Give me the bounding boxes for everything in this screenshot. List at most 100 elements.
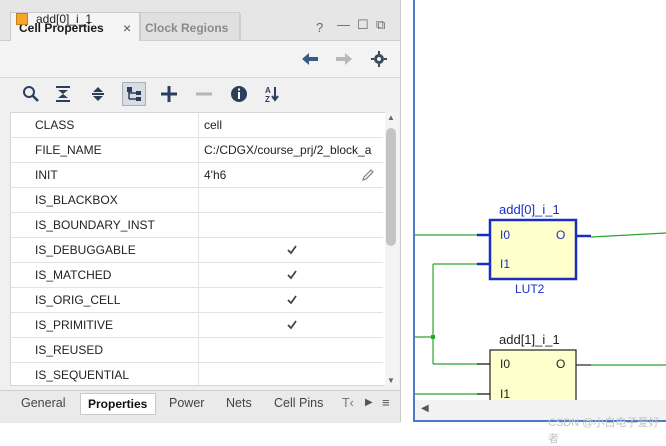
column-divider <box>198 138 199 163</box>
tab-properties[interactable]: Properties <box>80 393 156 415</box>
info-icon[interactable] <box>228 83 250 105</box>
column-divider <box>198 313 199 338</box>
tab-divider <box>240 14 241 40</box>
forward-arrow-icon[interactable] <box>334 51 354 67</box>
hierarchy-toggle[interactable] <box>122 82 146 106</box>
add-icon[interactable] <box>158 83 180 105</box>
property-name: IS_MATCHED <box>35 268 112 282</box>
property-row[interactable]: FILE_NAME C:/CDGX/course_prj/2_block_a <box>11 138 383 163</box>
property-name: IS_ORIG_CELL <box>35 293 121 307</box>
float-icon[interactable]: ⧉ <box>376 17 386 32</box>
search-icon[interactable] <box>20 83 42 105</box>
property-name: CLASS <box>35 118 75 132</box>
column-divider <box>198 288 199 313</box>
property-row[interactable]: INIT 4'h6 <box>11 163 383 188</box>
column-divider <box>198 238 199 263</box>
property-name: IS_PRIMITIVE <box>35 318 114 332</box>
property-name: FILE_NAME <box>35 143 102 157</box>
property-row[interactable]: IS_SEQUENTIAL <box>11 363 383 385</box>
edit-pencil-icon[interactable] <box>361 168 375 182</box>
tab-list-menu-icon[interactable]: ≡ <box>382 395 390 410</box>
bottom-tab-bar <box>0 390 400 423</box>
collapse-all-icon[interactable] <box>52 83 74 105</box>
cell1-instance-name: add[0]_i_1 <box>499 202 560 217</box>
tab-general[interactable]: General <box>21 396 66 410</box>
footer-strip <box>0 430 666 434</box>
cell2-instance-name: add[1]_i_1 <box>499 332 560 347</box>
restore-icon[interactable]: ☐ <box>357 17 369 32</box>
cell2-pin-o: O <box>556 357 566 371</box>
sort-icon[interactable]: A Z <box>262 83 284 105</box>
property-name: IS_REUSED <box>35 343 104 357</box>
property-name: IS_DEBUGGABLE <box>35 243 136 257</box>
checkmark-icon[interactable] <box>286 319 298 331</box>
cell1-pin-i1: I1 <box>500 257 511 271</box>
column-divider <box>198 163 199 188</box>
tab-clock-regions-label: Clock Regions <box>145 21 229 35</box>
property-row[interactable]: IS_REUSED <box>11 338 383 363</box>
close-tab-icon[interactable]: × <box>123 20 132 36</box>
column-divider <box>198 263 199 288</box>
property-name: INIT <box>35 168 58 182</box>
cell-add1[interactable] <box>489 349 577 400</box>
tab-nets[interactable]: Nets <box>226 396 252 410</box>
svg-text:A: A <box>265 86 271 95</box>
help-icon[interactable]: ? <box>316 20 324 35</box>
cell-color-swatch <box>16 13 28 25</box>
property-value[interactable]: 4'h6 <box>204 168 227 182</box>
column-divider <box>198 113 199 138</box>
scroll-left-icon[interactable]: ◀ <box>421 403 429 414</box>
property-row[interactable]: IS_PRIMITIVE <box>11 313 383 338</box>
property-row[interactable]: IS_BOUNDARY_INST <box>11 213 383 238</box>
object-header <box>0 41 400 78</box>
cell1-pin-i0: I0 <box>500 228 511 242</box>
remove-icon[interactable] <box>193 83 215 105</box>
hierarchy-icon <box>127 87 141 101</box>
cell2-pin-i1: I1 <box>500 387 511 401</box>
property-row[interactable]: IS_ORIG_CELL <box>11 288 383 313</box>
wire-o-cell1[interactable] <box>590 232 666 238</box>
checkmark-icon[interactable] <box>286 244 298 256</box>
column-divider <box>198 363 199 385</box>
settings-gear-icon[interactable] <box>371 51 387 67</box>
tab-power[interactable]: Power <box>169 396 205 410</box>
property-value[interactable]: C:/CDGX/course_prj/2_block_a <box>204 143 372 157</box>
object-name: add[0]_i_1 <box>36 12 93 26</box>
property-row[interactable]: IS_BLACKBOX <box>11 188 383 213</box>
watermark: CSDN @小白电子爱好者 <box>548 417 660 445</box>
checkmark-icon[interactable] <box>286 294 298 306</box>
column-divider <box>198 213 199 238</box>
property-name: IS_BLACKBOX <box>35 193 118 207</box>
cell2-pin-i0: I0 <box>500 357 511 371</box>
tab-cell-properties[interactable]: Cell Properties × <box>10 12 140 42</box>
vertical-scroll-thumb[interactable] <box>386 128 396 246</box>
scroll-down-icon[interactable]: ▼ <box>387 376 395 385</box>
property-row[interactable]: IS_MATCHED <box>11 263 383 288</box>
property-value[interactable]: cell <box>204 118 223 132</box>
tab-scroll-right-icon[interactable]: ▶ <box>365 397 373 408</box>
tab-properties-label: Properties <box>88 397 148 411</box>
minimize-icon[interactable]: — <box>337 17 350 32</box>
column-divider <box>198 338 199 363</box>
schematic-drawing <box>415 218 666 400</box>
cell1-pin-o: O <box>556 228 566 242</box>
checkmark-icon[interactable] <box>286 269 298 281</box>
tab-cell-properties-label: Cell Properties <box>19 21 104 35</box>
property-row[interactable]: IS_DEBUGGABLE <box>11 238 383 263</box>
tab-clock-regions[interactable]: Clock Regions <box>140 12 240 40</box>
scroll-up-icon[interactable]: ▲ <box>387 113 395 122</box>
svg-text:Z: Z <box>265 95 270 104</box>
property-name: IS_BOUNDARY_INST <box>35 218 155 232</box>
back-arrow-icon[interactable] <box>300 51 320 67</box>
net-junction <box>431 335 435 339</box>
cell-add0-lut2[interactable] <box>488 218 578 281</box>
tab-truncated[interactable]: T‹ <box>342 396 354 410</box>
expand-all-icon[interactable] <box>87 83 109 105</box>
cell1-type-label: LUT2 <box>515 282 545 296</box>
schematic-horizontal-scrollbar[interactable] <box>415 400 666 420</box>
property-name: IS_SEQUENTIAL <box>35 368 130 382</box>
column-divider <box>198 188 199 213</box>
tab-cell-pins[interactable]: Cell Pins <box>274 396 324 410</box>
property-row[interactable]: CLASS cell <box>11 113 383 138</box>
